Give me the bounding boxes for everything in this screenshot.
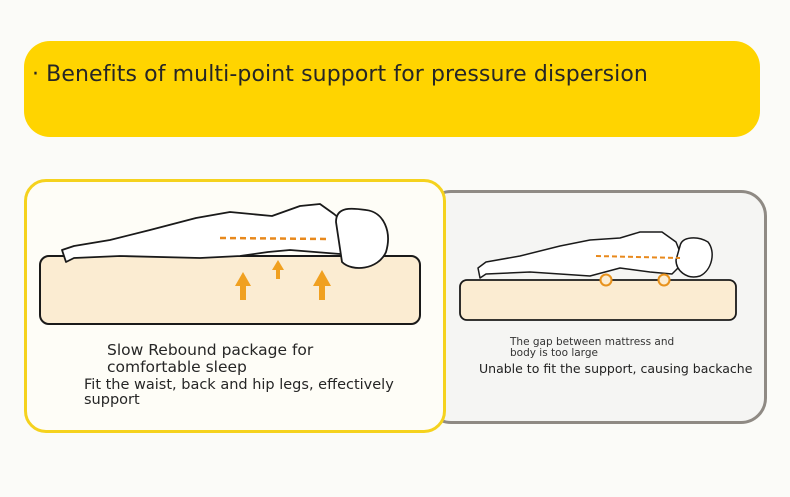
right-card-gap-note: The gap between mattress and body is too… [510, 337, 674, 359]
right-mattress [459, 279, 737, 321]
right-card-gap-line2: body is too large [510, 347, 598, 359]
right-card-gap-line1: The gap between mattress and [510, 336, 675, 348]
left-card-title: Slow Rebound package for comfortable sle… [107, 342, 313, 376]
left-card-title-line1: Slow Rebound package for [107, 341, 314, 359]
left-spine-guide [219, 236, 331, 241]
right-spine-guide [595, 255, 681, 259]
left-card-desc-line2: support [84, 392, 140, 408]
banner-title: · Benefits of multi-point support for pr… [32, 62, 648, 87]
left-card-desc-line1: Fit the waist, back and hip legs, effect… [84, 377, 394, 393]
header-banner [24, 41, 760, 137]
support-arrow-icon [235, 260, 331, 300]
sleeping-person-icon [61, 203, 389, 269]
left-card-title-line2: comfortable sleep [107, 358, 247, 376]
right-card-description: Unable to fit the support, causing backa… [479, 361, 753, 376]
sleeping-person-icon [477, 231, 713, 279]
left-card-description: Fit the waist, back and hip legs, effect… [84, 378, 394, 408]
pressure-point-icon [599, 273, 671, 287]
